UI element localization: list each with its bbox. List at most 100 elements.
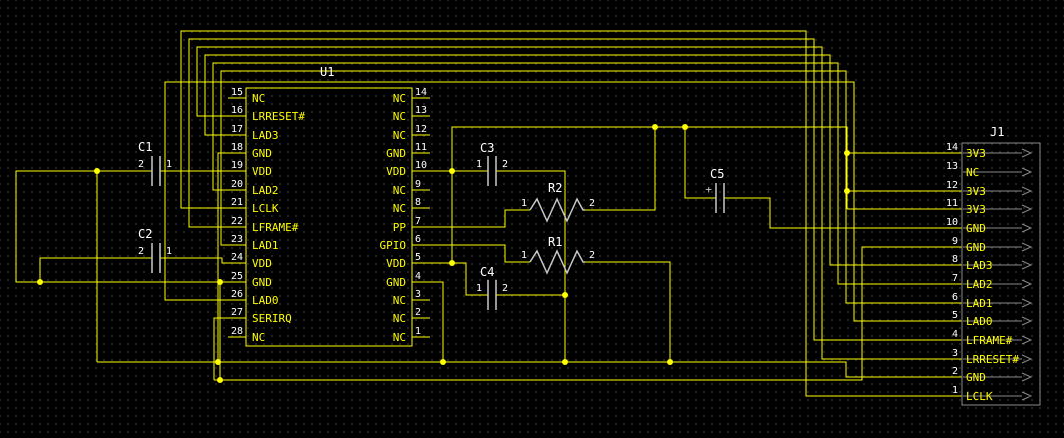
j1-pin-number: 13 bbox=[946, 161, 958, 172]
j1-pin-number: 9 bbox=[952, 236, 958, 247]
wire-layer[interactable] bbox=[15, 30, 962, 397]
j1-pin-name: GND bbox=[966, 222, 986, 235]
pin-number: 14 bbox=[415, 87, 427, 98]
pin-number: 15 bbox=[231, 87, 243, 98]
pin-number: 1 bbox=[476, 159, 482, 170]
c4-symbol[interactable]: C4 1 2 bbox=[476, 265, 508, 310]
pin-name: VDD bbox=[386, 165, 406, 178]
capacitor-plates bbox=[151, 156, 161, 186]
pin-number: 21 bbox=[231, 197, 243, 208]
junction-dot bbox=[217, 377, 223, 383]
wire[interactable] bbox=[430, 262, 488, 296]
pin-number: 27 bbox=[231, 307, 243, 318]
wire[interactable] bbox=[451, 126, 848, 263]
pin-number: 20 bbox=[231, 179, 243, 190]
wire[interactable] bbox=[430, 244, 530, 263]
resistor-zigzag bbox=[529, 197, 585, 223]
wire[interactable] bbox=[180, 30, 962, 397]
pin-number: 1 bbox=[521, 250, 527, 261]
u1-pin-stubs bbox=[228, 97, 430, 338]
c1-symbol[interactable]: C1 2 1 bbox=[138, 140, 172, 186]
wire[interactable] bbox=[188, 38, 962, 341]
pin-name: LRRESET# bbox=[252, 110, 305, 123]
c2-symbol[interactable]: C2 2 1 bbox=[138, 227, 172, 273]
j1-symbol[interactable]: J1 14 13 12 11 10 9 8 7 6 5 4 3 2 1 3V3 … bbox=[946, 125, 1041, 406]
junction-dot bbox=[449, 260, 455, 266]
j1-pin-arrows bbox=[963, 148, 1033, 401]
capacitor-plates bbox=[151, 243, 161, 273]
wire[interactable] bbox=[213, 317, 228, 380]
pin-number: 10 bbox=[415, 160, 427, 171]
junction-dot bbox=[562, 359, 568, 365]
pin-name: NC bbox=[393, 110, 406, 123]
pin-name: PP bbox=[393, 221, 407, 234]
wire[interactable] bbox=[214, 246, 962, 381]
wire[interactable] bbox=[160, 257, 228, 264]
u1-body[interactable] bbox=[245, 87, 413, 347]
wire[interactable] bbox=[164, 81, 962, 322]
junction-dot bbox=[844, 150, 850, 156]
wire[interactable] bbox=[585, 261, 671, 362]
wire[interactable] bbox=[212, 62, 962, 285]
wire[interactable] bbox=[496, 170, 566, 362]
pin-number: 2 bbox=[502, 283, 508, 294]
pin-name: NC bbox=[393, 184, 406, 197]
pin-number: 26 bbox=[231, 289, 243, 300]
pin-name: LAD3 bbox=[252, 129, 279, 142]
wire[interactable] bbox=[97, 361, 962, 378]
pin-number: 22 bbox=[231, 216, 243, 227]
pin-number: 1 bbox=[166, 246, 172, 257]
pin-name: LAD1 bbox=[252, 239, 279, 252]
pin-name: NC bbox=[393, 294, 406, 307]
wire[interactable] bbox=[196, 46, 962, 360]
j1-pin-name: LCLK bbox=[966, 390, 993, 403]
pin-name: VDD bbox=[252, 165, 272, 178]
pin-number: 1 bbox=[521, 198, 527, 209]
pin-name: GND bbox=[252, 147, 272, 160]
pin-name: SERIRQ bbox=[252, 312, 292, 325]
wire[interactable] bbox=[39, 257, 152, 282]
c3-refdes: C3 bbox=[480, 141, 494, 155]
junction-dot bbox=[217, 279, 223, 285]
j1-pin-number: 8 bbox=[952, 254, 958, 265]
wire[interactable] bbox=[217, 152, 228, 362]
r2-refdes: R2 bbox=[548, 181, 562, 195]
wire[interactable] bbox=[724, 197, 962, 229]
c5-symbol[interactable]: C5 + bbox=[705, 167, 725, 213]
c2-refdes: C2 bbox=[138, 227, 152, 241]
pin-number: 2 bbox=[138, 159, 144, 170]
wire[interactable] bbox=[430, 209, 530, 228]
pin-number: 4 bbox=[415, 271, 421, 282]
pin-number: 25 bbox=[231, 271, 243, 282]
wire[interactable] bbox=[204, 54, 962, 266]
pin-number: 23 bbox=[231, 234, 243, 245]
c3-symbol[interactable]: C3 1 2 bbox=[476, 141, 508, 186]
j1-pin-name: LAD3 bbox=[966, 259, 993, 272]
wire[interactable] bbox=[684, 127, 716, 199]
j1-pin-name: LRRESET# bbox=[966, 353, 1019, 366]
j1-body[interactable] bbox=[961, 142, 1041, 406]
j1-pin-name: GND bbox=[966, 241, 986, 254]
c4-refdes: C4 bbox=[480, 265, 494, 279]
pin-number: 2 bbox=[589, 198, 595, 209]
pin-name: VDD bbox=[252, 257, 272, 270]
wire[interactable] bbox=[15, 170, 228, 283]
r2-symbol[interactable]: R2 1 2 bbox=[521, 181, 595, 223]
pin-number: 3 bbox=[415, 289, 421, 300]
j1-pin-name: 3V3 bbox=[966, 147, 986, 160]
u1-refdes: U1 bbox=[320, 65, 334, 79]
junction-dot bbox=[682, 124, 688, 130]
j1-pin-number: 14 bbox=[946, 142, 958, 153]
junction-dot bbox=[562, 292, 568, 298]
u1-symbol[interactable]: U1 15 16 17 18 19 20 21 22 23 24 25 26 2… bbox=[228, 65, 430, 347]
pin-number: 13 bbox=[415, 105, 427, 116]
wire[interactable] bbox=[585, 127, 656, 211]
junction-layer bbox=[37, 124, 850, 383]
resistor-zigzag bbox=[529, 249, 585, 275]
r1-symbol[interactable]: R1 1 2 bbox=[521, 235, 595, 275]
wire[interactable] bbox=[430, 281, 444, 362]
junction-dot bbox=[844, 188, 850, 194]
wire[interactable] bbox=[220, 70, 962, 304]
